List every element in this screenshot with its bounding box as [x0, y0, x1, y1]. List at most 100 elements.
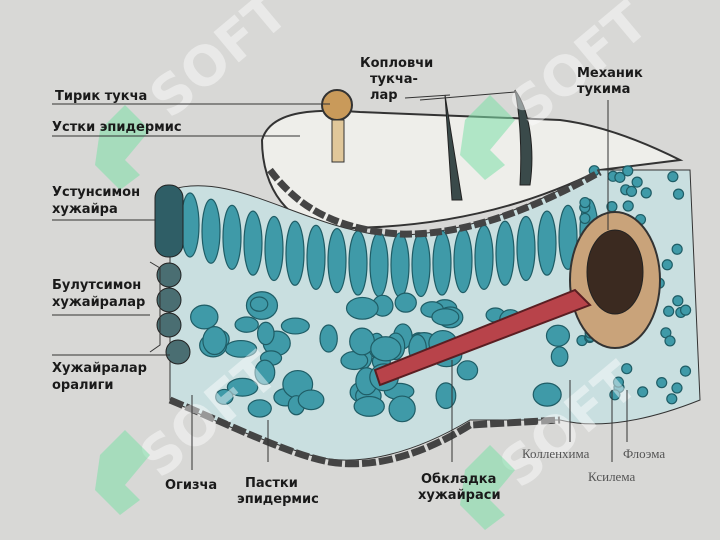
spongy-cell [456, 360, 479, 381]
palisade-cell [495, 220, 515, 286]
collenchyma-cell [671, 243, 683, 255]
watermark-logo-icon [95, 430, 150, 515]
collenchyma-cell [661, 259, 673, 271]
spongy-cell [545, 324, 571, 347]
palisade-cell [327, 228, 347, 294]
palisade-cell [222, 204, 242, 270]
spongy-cell [165, 339, 191, 365]
glandular-hair-stalk [331, 119, 345, 163]
spongy-cell [532, 382, 562, 407]
collenchyma-cell [579, 196, 591, 209]
collenchyma-cell [640, 187, 652, 199]
spongy-cell [156, 262, 182, 288]
spongy-cell [215, 388, 234, 405]
collenchyma-cell [667, 171, 679, 183]
label-bundle-sheath-2: хужайраси [418, 488, 501, 503]
collenchyma-cell [612, 376, 625, 388]
collenchyma-cell [679, 365, 692, 377]
spongy-cell [247, 399, 272, 418]
collenchyma-cell [622, 165, 634, 177]
spongy-cell [190, 304, 219, 330]
watermark-logo-icon [460, 445, 515, 530]
label-intercellular-space-2: оралиги [52, 378, 114, 393]
spongy-cell [353, 395, 385, 417]
label-xylem: Ксилема [588, 469, 635, 484]
label-covering-hairs-2: тукча- [370, 72, 418, 87]
label-stoma: Огизча [165, 478, 217, 493]
palisade-cell [537, 210, 557, 276]
lateral-vein [373, 288, 592, 387]
label-palisade-cell-2: хужайра [52, 202, 118, 217]
palisade-cell [264, 215, 284, 282]
mesophyll-cells [180, 165, 692, 423]
glandular-hair-head [321, 89, 353, 121]
palisade-cell [474, 224, 494, 290]
spongy-cell [319, 324, 338, 353]
label-spongy-cells-1: Булутсимон [52, 278, 141, 293]
label-mechanical-tissue-1: Механик [577, 66, 643, 81]
collenchyma-cell [637, 386, 649, 398]
palisade-cell [453, 228, 473, 294]
collenchyma-cell [622, 200, 634, 212]
collenchyma-cell [625, 185, 638, 198]
palisade-cell [390, 232, 410, 298]
label-live-hair: Тирик тукча [55, 89, 147, 104]
collenchyma-cell [621, 363, 633, 375]
watermark-text: SOFT [138, 0, 300, 130]
label-palisade-cell-1: Устунсимон [52, 185, 140, 200]
collenchyma-cell [579, 212, 591, 225]
spongy-cell-column [156, 262, 191, 365]
leader-lines [52, 91, 628, 470]
palisade-cell [348, 230, 368, 296]
label-covering-hairs-3: лар [370, 88, 398, 103]
lower-epidermis [168, 396, 561, 468]
label-intercellular-space-1: Хужайралар [52, 361, 147, 376]
watermark-logo-icon [460, 95, 515, 180]
watermark-logo-icon [95, 105, 150, 190]
upper-epidermis-layer [267, 167, 602, 238]
spongy-cell [550, 346, 569, 367]
label-lower-epidermis-1: Пастки [245, 476, 298, 491]
spongy-cell [280, 317, 310, 335]
spongy-cell [370, 336, 402, 362]
spongy-cell [394, 292, 417, 313]
collenchyma-cell [656, 377, 668, 389]
covering-hair-2 [514, 89, 533, 186]
label-spongy-cells-2: хужайралар [52, 295, 145, 310]
spongy-cell [345, 296, 379, 320]
spongy-cell [256, 321, 275, 346]
spongy-cell [156, 287, 182, 313]
spongy-cell [249, 296, 269, 312]
palisade-cell [516, 215, 536, 282]
spongy-cell [297, 389, 325, 411]
collenchyma-cell [663, 305, 675, 317]
label-collenchyma: Колленхима [522, 446, 590, 461]
collenchyma-cell [631, 176, 643, 188]
spongy-cell [156, 312, 182, 338]
collenchyma-cell [671, 382, 683, 394]
label-mechanical-tissue-2: тукима [577, 82, 630, 97]
collenchyma-cell [666, 393, 678, 405]
spongy-cell [202, 326, 227, 356]
palisade-cell [180, 192, 200, 258]
collenchyma-cell [672, 188, 685, 200]
palisade-cell [369, 231, 389, 298]
label-lower-epidermis-2: эпидермис [237, 492, 319, 507]
palisade-cell [306, 224, 326, 290]
label-covering-hairs-1: Копловчи [360, 56, 433, 71]
collenchyma-cell [664, 335, 676, 347]
spongy-cell [254, 359, 276, 386]
xylem-core [586, 229, 644, 315]
spongy-cell [388, 395, 416, 423]
spongy-cell [226, 377, 259, 397]
palisade-cell [432, 230, 452, 296]
palisade-cell [201, 198, 221, 264]
collenchyma-cell [614, 171, 626, 183]
spongy-cell [234, 316, 259, 333]
palisade-cell-outline [154, 184, 184, 258]
leaf-block [154, 89, 701, 468]
spongy-cell [431, 308, 460, 326]
collenchyma-cell [672, 295, 684, 307]
palisade-cell [411, 231, 431, 298]
